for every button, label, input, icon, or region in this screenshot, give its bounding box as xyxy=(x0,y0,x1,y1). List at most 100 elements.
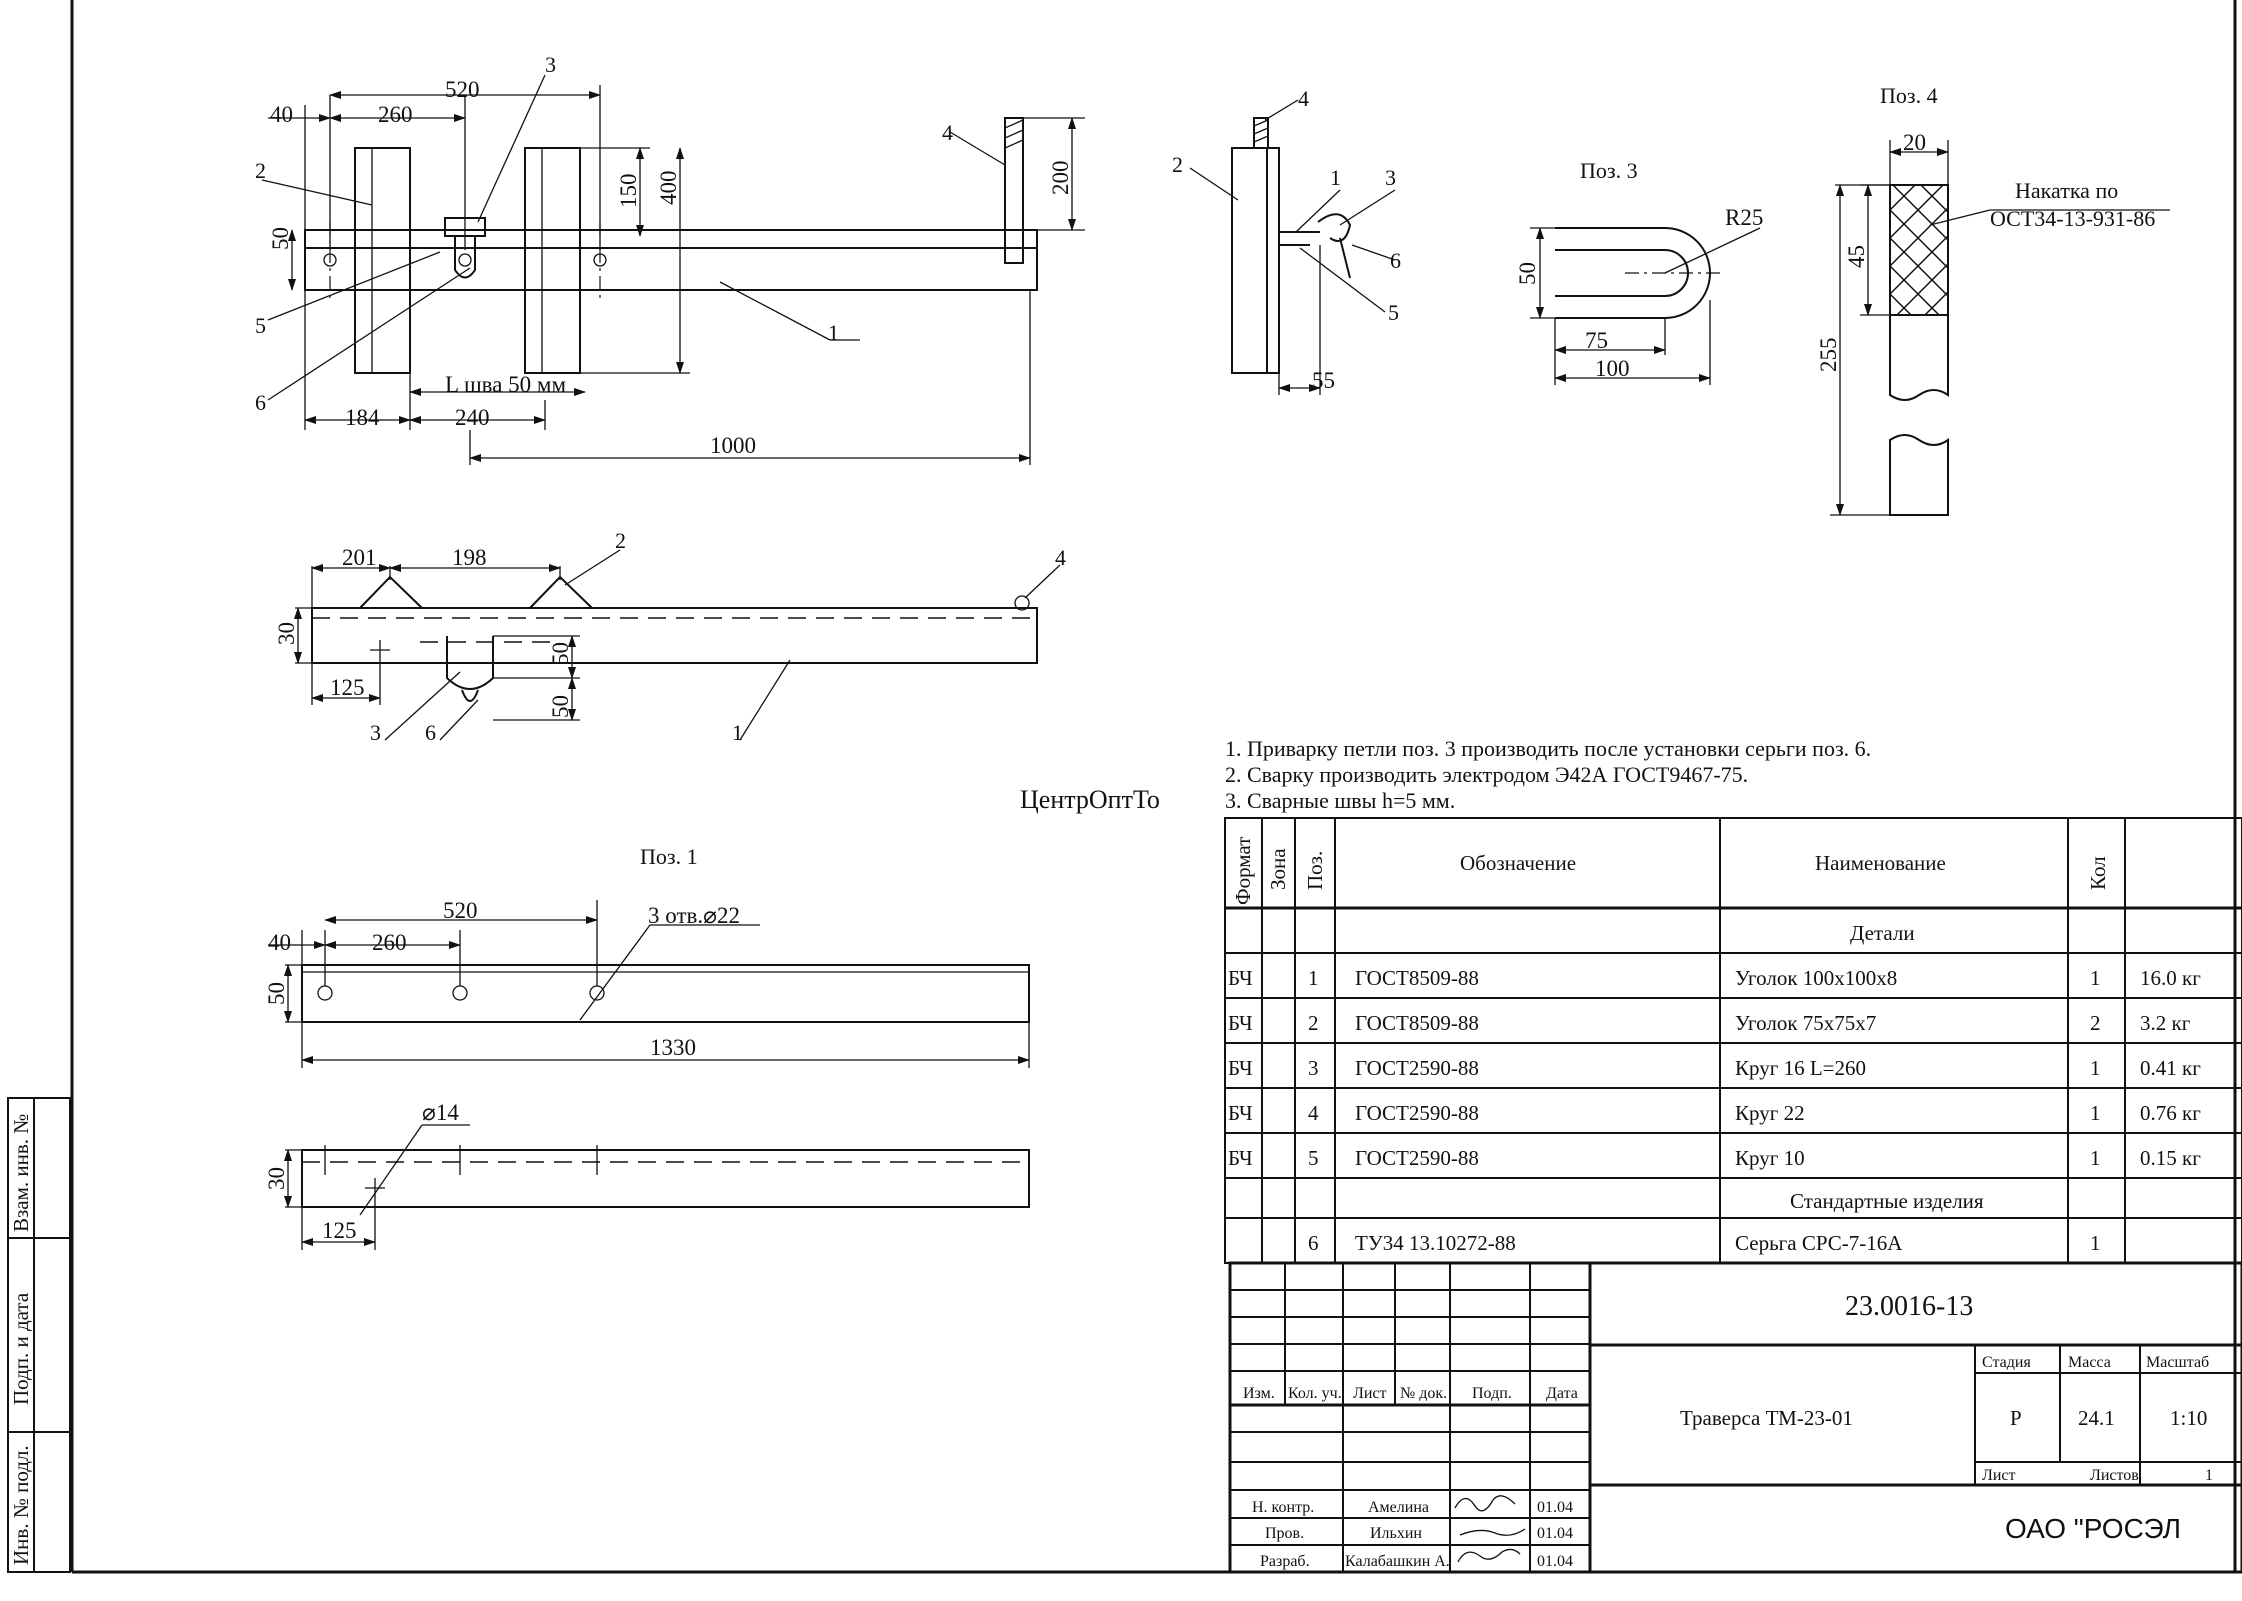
row-pos: 5 xyxy=(1308,1146,1319,1170)
spec-table: Формат Зона Поз. Обозначение Наименовани… xyxy=(1224,817,2242,1264)
pos3-title: Поз. 3 xyxy=(1580,158,1638,183)
th-format: Формат xyxy=(1231,837,1255,905)
row-note: 16.0 кг xyxy=(2140,966,2201,990)
pos4-knurl-note-1: Накатка по xyxy=(2015,178,2118,203)
dim-260: 260 xyxy=(378,102,413,127)
mass-value: 24.1 xyxy=(2078,1406,2115,1430)
side-label-3: 3 xyxy=(1385,165,1396,190)
pos3-dim-100: 100 xyxy=(1595,356,1630,381)
pos1-dim-30: 30 xyxy=(264,1167,289,1190)
front-dim-201: 201 xyxy=(342,545,377,570)
row-format: БЧ xyxy=(1228,1101,1253,1125)
pos1-dim-260: 260 xyxy=(372,930,407,955)
sig-name-3: Калабашкин А. xyxy=(1345,1553,1450,1570)
row-designation: ГОСТ8509-88 xyxy=(1355,966,1479,990)
row-designation: ГОСТ2590-88 xyxy=(1355,1056,1479,1080)
front-label-3: 3 xyxy=(370,720,381,745)
row-name: Круг 16 L=260 xyxy=(1735,1056,1866,1080)
th-qty: Кол xyxy=(2086,856,2110,890)
side-label-1: 1 xyxy=(1330,165,1341,190)
section-standard: Стандартные изделия xyxy=(1790,1189,1984,1213)
stamp-podp: Подп. и дата xyxy=(9,1292,33,1405)
signature-scribble xyxy=(1454,1495,1516,1512)
dim-200: 200 xyxy=(1048,161,1073,196)
pos1-dim-1330: 1330 xyxy=(650,1035,696,1060)
side-label-5: 5 xyxy=(1388,300,1399,325)
front-label-2: 2 xyxy=(615,528,626,553)
th-designation: Обозначение xyxy=(1460,851,1576,875)
row-note: 0.76 кг xyxy=(2140,1101,2201,1125)
dim-40: 40 xyxy=(270,102,293,127)
row-designation: ГОСТ2590-88 xyxy=(1355,1146,1479,1170)
doc-number: 23.0016-13 xyxy=(1845,1291,1973,1322)
scale-label: Масштаб xyxy=(2146,1354,2209,1371)
pos4-view: Поз. 4 20 45 255 Накатка по ОСТ34-13-931… xyxy=(1816,83,2170,516)
front-view: 201 198 30 125 50 50 3 6 1 2 4 xyxy=(274,528,1066,745)
dim-150: 150 xyxy=(616,174,641,209)
col-kol-uch: Кол. уч. xyxy=(1288,1385,1342,1402)
row-name: Уголок 75х75х7 xyxy=(1735,1011,1876,1035)
pos4-knurl-note-2: ОСТ34-13-931-86 xyxy=(1990,206,2155,231)
front-label-1: 1 xyxy=(732,720,743,745)
sig-date-2: 01.04 xyxy=(1537,1525,1573,1542)
sig-date-1: 01.04 xyxy=(1537,1499,1573,1516)
row-note: 3.2 кг xyxy=(2140,1011,2191,1035)
sig-role-3: Разраб. xyxy=(1260,1553,1310,1570)
label-pos-6: 6 xyxy=(255,390,266,415)
label-pos-5: 5 xyxy=(255,313,266,338)
dim-184: 184 xyxy=(345,405,380,430)
pos4-dim-255: 255 xyxy=(1816,338,1841,373)
front-label-4: 4 xyxy=(1055,545,1066,570)
th-zone: Зона xyxy=(1266,848,1290,890)
row-qty: 1 xyxy=(2090,1101,2101,1125)
row-qty: 2 xyxy=(2090,1011,2101,1035)
front-dim-50b: 50 xyxy=(548,695,573,718)
title-block: Изм. Кол. уч. Лист № док. Подп. Дата Н. … xyxy=(1228,1261,2242,1574)
row-note: 0.15 кг xyxy=(2140,1146,2201,1170)
side-view: 55 2 1 3 6 5 4 xyxy=(1172,86,1401,395)
th-name: Наименование xyxy=(1815,851,1946,875)
row-designation: ГОСТ8509-88 xyxy=(1355,1011,1479,1035)
watermark: ЦентрОптТо xyxy=(1020,785,1160,814)
sheets-label: Листов xyxy=(2090,1467,2139,1484)
th-pos: Поз. xyxy=(1303,851,1327,890)
row-name: Серьга СРС-7-16А xyxy=(1735,1231,1903,1255)
row-pos: 4 xyxy=(1308,1101,1319,1125)
stage-value: Р xyxy=(2010,1406,2022,1430)
table-row: БЧ 5 ГОСТ2590-88 Круг 10 1 0.15 кг xyxy=(1228,1146,2201,1170)
pos1-view: Поз. 1 40 260 520 50 1330 3 отв.⌀22 xyxy=(264,844,1030,1250)
mass-label: Масса xyxy=(2068,1354,2111,1371)
pos1-dim-520: 520 xyxy=(443,898,478,923)
pos3-view: Поз. 3 R25 50 75 100 xyxy=(1515,158,1763,385)
note-3: 3. Сварные швы h=5 мм. xyxy=(1225,788,1455,813)
row-qty: 1 xyxy=(2090,1146,2101,1170)
front-dim-50a: 50 xyxy=(548,642,573,665)
pos3-r25: R25 xyxy=(1725,205,1763,230)
row-format: БЧ xyxy=(1228,966,1253,990)
signature-scribble xyxy=(1457,1548,1521,1563)
side-stamp: Взам. инв. № Подп. и дата Инв. № подл. xyxy=(7,1097,71,1573)
front-dim-30: 30 xyxy=(274,622,299,645)
label-pos-2: 2 xyxy=(255,158,266,183)
dim-50: 50 xyxy=(268,227,293,250)
pos1-dim-125: 125 xyxy=(322,1218,357,1243)
row-note: 0.41 кг xyxy=(2140,1056,2201,1080)
sig-name-1: Амелина xyxy=(1368,1499,1429,1516)
pos1-dim-40: 40 xyxy=(268,930,291,955)
pos3-dim-50: 50 xyxy=(1515,262,1540,285)
table-row: БЧ 2 ГОСТ8509-88 Уголок 75х75х7 2 3.2 кг xyxy=(1228,1011,2191,1035)
sheets-value: 1 xyxy=(2205,1467,2213,1484)
pos1-dim-14: ⌀14 xyxy=(422,1100,459,1125)
label-pos-1: 1 xyxy=(828,320,839,345)
notes: 1. Приварку петли поз. 3 производить пос… xyxy=(1225,736,1871,813)
col-podp: Подп. xyxy=(1472,1385,1512,1402)
dim-520: 520 xyxy=(445,77,480,102)
row-designation: ТУ34 13.10272-88 xyxy=(1355,1231,1516,1255)
scale-value: 1:10 xyxy=(2170,1406,2207,1430)
stage-label: Стадия xyxy=(1982,1354,2031,1371)
sig-date-3: 01.04 xyxy=(1537,1553,1573,1570)
row-format: БЧ xyxy=(1228,1011,1253,1035)
row-format: БЧ xyxy=(1228,1056,1253,1080)
side-dim-55: 55 xyxy=(1312,368,1335,393)
col-izm: Изм. xyxy=(1243,1385,1275,1402)
